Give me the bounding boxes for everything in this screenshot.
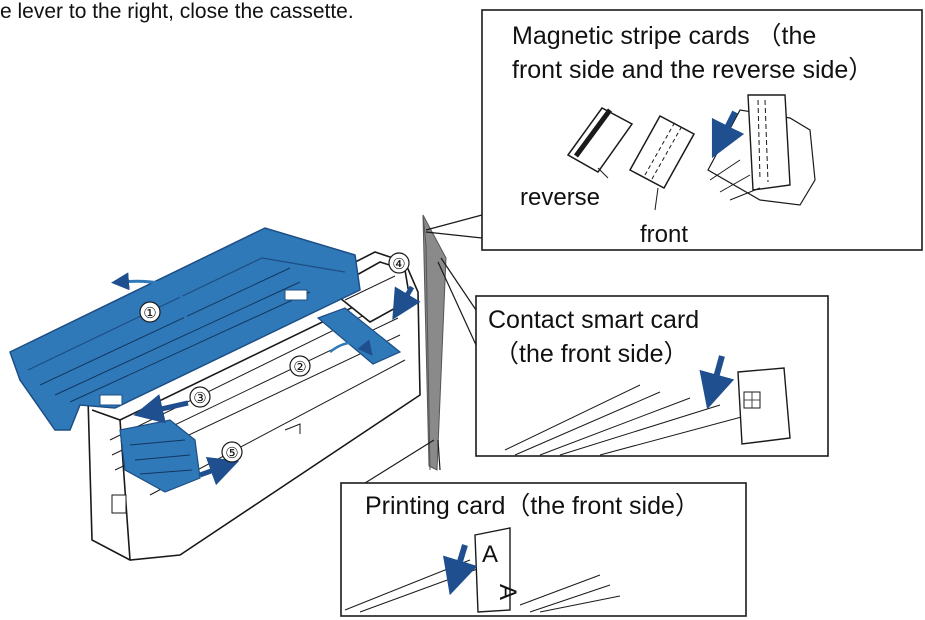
card-letter-upright: A bbox=[482, 541, 498, 568]
label-front: front bbox=[640, 221, 688, 248]
magnetic-insertion-detail bbox=[707, 94, 816, 206]
step-1-marker: ① bbox=[139, 301, 161, 323]
svg-text:②: ② bbox=[293, 359, 306, 376]
svg-text:①: ① bbox=[143, 305, 156, 322]
svg-text:④: ④ bbox=[392, 256, 405, 273]
instruction-caption: e lever to the right, close the cassette… bbox=[0, 0, 354, 23]
svg-text:⑤: ⑤ bbox=[225, 445, 238, 462]
blue-roller bbox=[316, 307, 402, 365]
step-arrows bbox=[111, 272, 421, 486]
step-5-marker: ⑤ bbox=[221, 441, 243, 463]
magnetic-title-line2: front side and the reverse side） bbox=[512, 56, 873, 84]
smart-title-line2: （the front side） bbox=[494, 340, 689, 368]
printing-insertion-detail: A A bbox=[344, 527, 621, 613]
label-reverse: reverse bbox=[520, 184, 600, 211]
blue-cover bbox=[9, 227, 361, 431]
reverse-card bbox=[566, 107, 634, 179]
step-2-marker: ② bbox=[289, 355, 311, 377]
step-3-marker: ③ bbox=[189, 386, 211, 408]
card-letter-rotated: A bbox=[494, 584, 521, 600]
printing-title: Printing card（the front side） bbox=[365, 492, 700, 520]
step-markers: ① ② ③ ④ ⑤ bbox=[139, 252, 410, 463]
front-card bbox=[628, 114, 696, 211]
step-4-marker: ④ bbox=[388, 252, 410, 274]
magnetic-title-line1: Magnetic stripe cards （the bbox=[512, 22, 816, 50]
callout-contact-smart: Contact smart card （the front side） bbox=[475, 295, 829, 457]
chip-icon bbox=[743, 391, 761, 409]
card-slot bbox=[422, 214, 447, 471]
blue-mechanism bbox=[119, 419, 201, 493]
callout-magnetic-stripe: Magnetic stripe cards （the front side an… bbox=[481, 9, 923, 251]
svg-text:③: ③ bbox=[193, 390, 206, 407]
smart-title-line1: Contact smart card bbox=[488, 306, 699, 334]
smart-insertion-detail bbox=[504, 355, 791, 456]
callout-printing-card: Printing card（the front side） A A bbox=[340, 482, 747, 617]
